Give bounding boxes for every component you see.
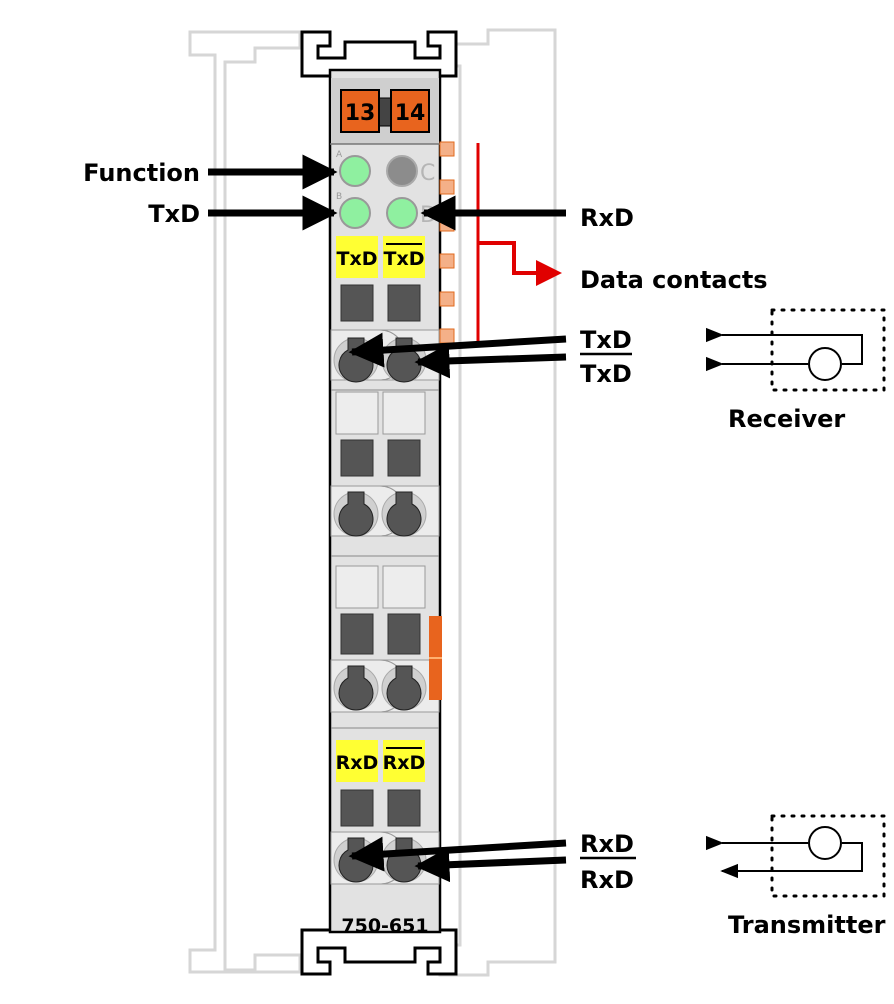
clamp-block-3	[330, 613, 442, 729]
transmitter-label: Transmitter	[728, 911, 886, 939]
led-letter-b: B	[336, 192, 342, 202]
txd-tag: TxD	[337, 248, 378, 270]
txd-pair-label-top: TxD	[580, 326, 632, 354]
terminal-13	[340, 89, 380, 133]
transmitter-device: Transmitter	[705, 814, 886, 939]
callout-arrows	[208, 154, 567, 883]
rxd-pair-label-top: RxD	[580, 830, 634, 858]
receiver-label: Receiver	[728, 405, 845, 433]
led-txd	[339, 197, 371, 229]
led-letter-a: A	[336, 150, 343, 160]
rxd-pair-label-bottom: RxD	[580, 866, 634, 894]
terminal-14-label: 14	[395, 101, 426, 126]
txd-led-label: TxD	[148, 200, 200, 228]
part-number: 750-651	[341, 915, 428, 937]
txd-tags: TxD TxD	[336, 236, 425, 278]
ghost-rail	[188, 28, 557, 977]
transmitter-icon	[808, 826, 842, 860]
receiver-icon	[808, 347, 842, 381]
clamp-block-2	[330, 439, 440, 609]
rxd-tags: RxD RxD	[336, 740, 426, 782]
data-contact-tabs	[439, 141, 455, 344]
data-contacts-label: Data contacts	[580, 266, 768, 294]
led-letter-c: C	[420, 161, 435, 186]
receiver-device: Receiver	[705, 308, 886, 433]
led-function	[339, 155, 371, 187]
terminal-14	[390, 89, 430, 133]
rxd-tag: RxD	[336, 752, 379, 774]
terminal-header: 13 14	[330, 78, 440, 145]
txd-pair-arrow-bottom	[414, 343, 567, 379]
led-rxd	[386, 197, 418, 229]
rxd-bar-tag: RxD	[383, 752, 426, 774]
function-label: Function	[83, 159, 200, 187]
txd-bar-tag: TxD	[384, 248, 425, 270]
txd-pair-label-bottom: TxD	[580, 360, 632, 388]
terminal-13-label: 13	[345, 101, 376, 126]
rxd-pair-arrow-top	[348, 836, 567, 872]
data-contacts-indicator	[476, 143, 562, 347]
led-c-off	[386, 155, 418, 187]
rail-clips	[300, 30, 458, 976]
txd-pair-arrow-top	[348, 332, 567, 368]
rxd-led-label: RxD	[580, 204, 634, 232]
rxd-pair-arrow-bottom	[414, 847, 567, 883]
